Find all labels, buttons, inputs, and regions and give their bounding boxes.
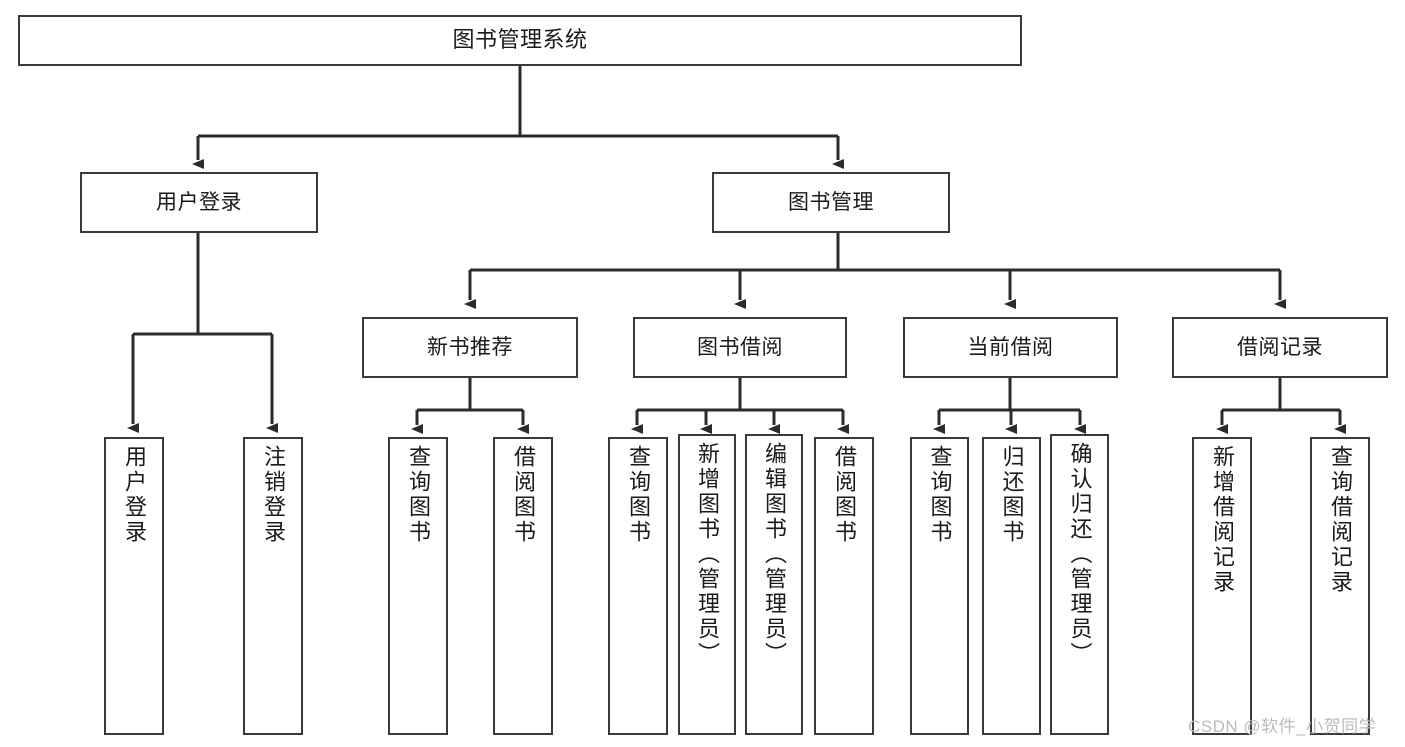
node-user-login-label: 用户登录	[156, 190, 242, 214]
node-current-borrow-label: 当前借阅	[967, 335, 1054, 359]
node-leaf-confirm-return-label: 确认归还（管理员）	[1067, 442, 1093, 667]
node-leaf-user-login-label: 用户登录	[122, 445, 147, 545]
node-book-manage-label: 图书管理	[788, 190, 874, 214]
node-leaf-add-record[interactable]: 新增借阅记录	[1192, 437, 1252, 735]
node-leaf-query-book-3-label: 查询图书	[927, 445, 953, 545]
node-leaf-borrow-book-1-label: 借阅图书	[511, 445, 536, 545]
node-leaf-logout[interactable]: 注销登录	[243, 437, 303, 735]
node-book-manage[interactable]: 图书管理	[712, 172, 950, 233]
node-leaf-return-book[interactable]: 归还图书	[982, 437, 1041, 735]
node-leaf-query-book-1[interactable]: 查询图书	[388, 437, 448, 735]
node-leaf-edit-book-label: 编辑图书（管理员）	[762, 442, 787, 667]
csdn-watermark: CSDN @软件_小贺同学	[1188, 717, 1377, 736]
node-leaf-add-book-label: 新增图书（管理员）	[695, 442, 720, 667]
node-leaf-borrow-book-2[interactable]: 借阅图书	[814, 437, 874, 735]
node-root-label: 图书管理系统	[452, 27, 588, 53]
node-leaf-query-book-2[interactable]: 查询图书	[608, 437, 668, 735]
node-leaf-confirm-return[interactable]: 确认归还（管理员）	[1050, 434, 1109, 735]
node-leaf-logout-label: 注销登录	[261, 445, 286, 545]
node-leaf-borrow-book-1[interactable]: 借阅图书	[493, 437, 553, 735]
node-leaf-query-book-2-label: 查询图书	[626, 445, 651, 545]
node-borrow-record-label: 借阅记录	[1237, 335, 1323, 359]
node-book-borrow[interactable]: 图书借阅	[633, 317, 847, 378]
node-leaf-query-record-label: 查询借阅记录	[1328, 445, 1353, 595]
node-leaf-query-record[interactable]: 查询借阅记录	[1310, 437, 1370, 735]
node-leaf-add-record-label: 新增借阅记录	[1210, 445, 1235, 595]
node-book-borrow-label: 图书借阅	[697, 335, 783, 359]
node-leaf-user-login[interactable]: 用户登录	[104, 437, 164, 735]
node-current-borrow[interactable]: 当前借阅	[903, 317, 1118, 378]
node-leaf-return-book-label: 归还图书	[999, 445, 1025, 545]
node-leaf-edit-book[interactable]: 编辑图书（管理员）	[745, 434, 803, 735]
node-borrow-record[interactable]: 借阅记录	[1172, 317, 1388, 378]
node-leaf-borrow-book-2-label: 借阅图书	[832, 445, 857, 545]
node-root[interactable]: 图书管理系统	[18, 15, 1022, 66]
node-leaf-query-book-1-label: 查询图书	[406, 445, 431, 545]
node-new-book-recommend-label: 新书推荐	[427, 335, 513, 359]
node-leaf-add-book[interactable]: 新增图书（管理员）	[678, 434, 736, 735]
node-user-login[interactable]: 用户登录	[80, 172, 318, 233]
node-new-book-recommend[interactable]: 新书推荐	[362, 317, 578, 378]
node-leaf-query-book-3[interactable]: 查询图书	[910, 437, 969, 735]
